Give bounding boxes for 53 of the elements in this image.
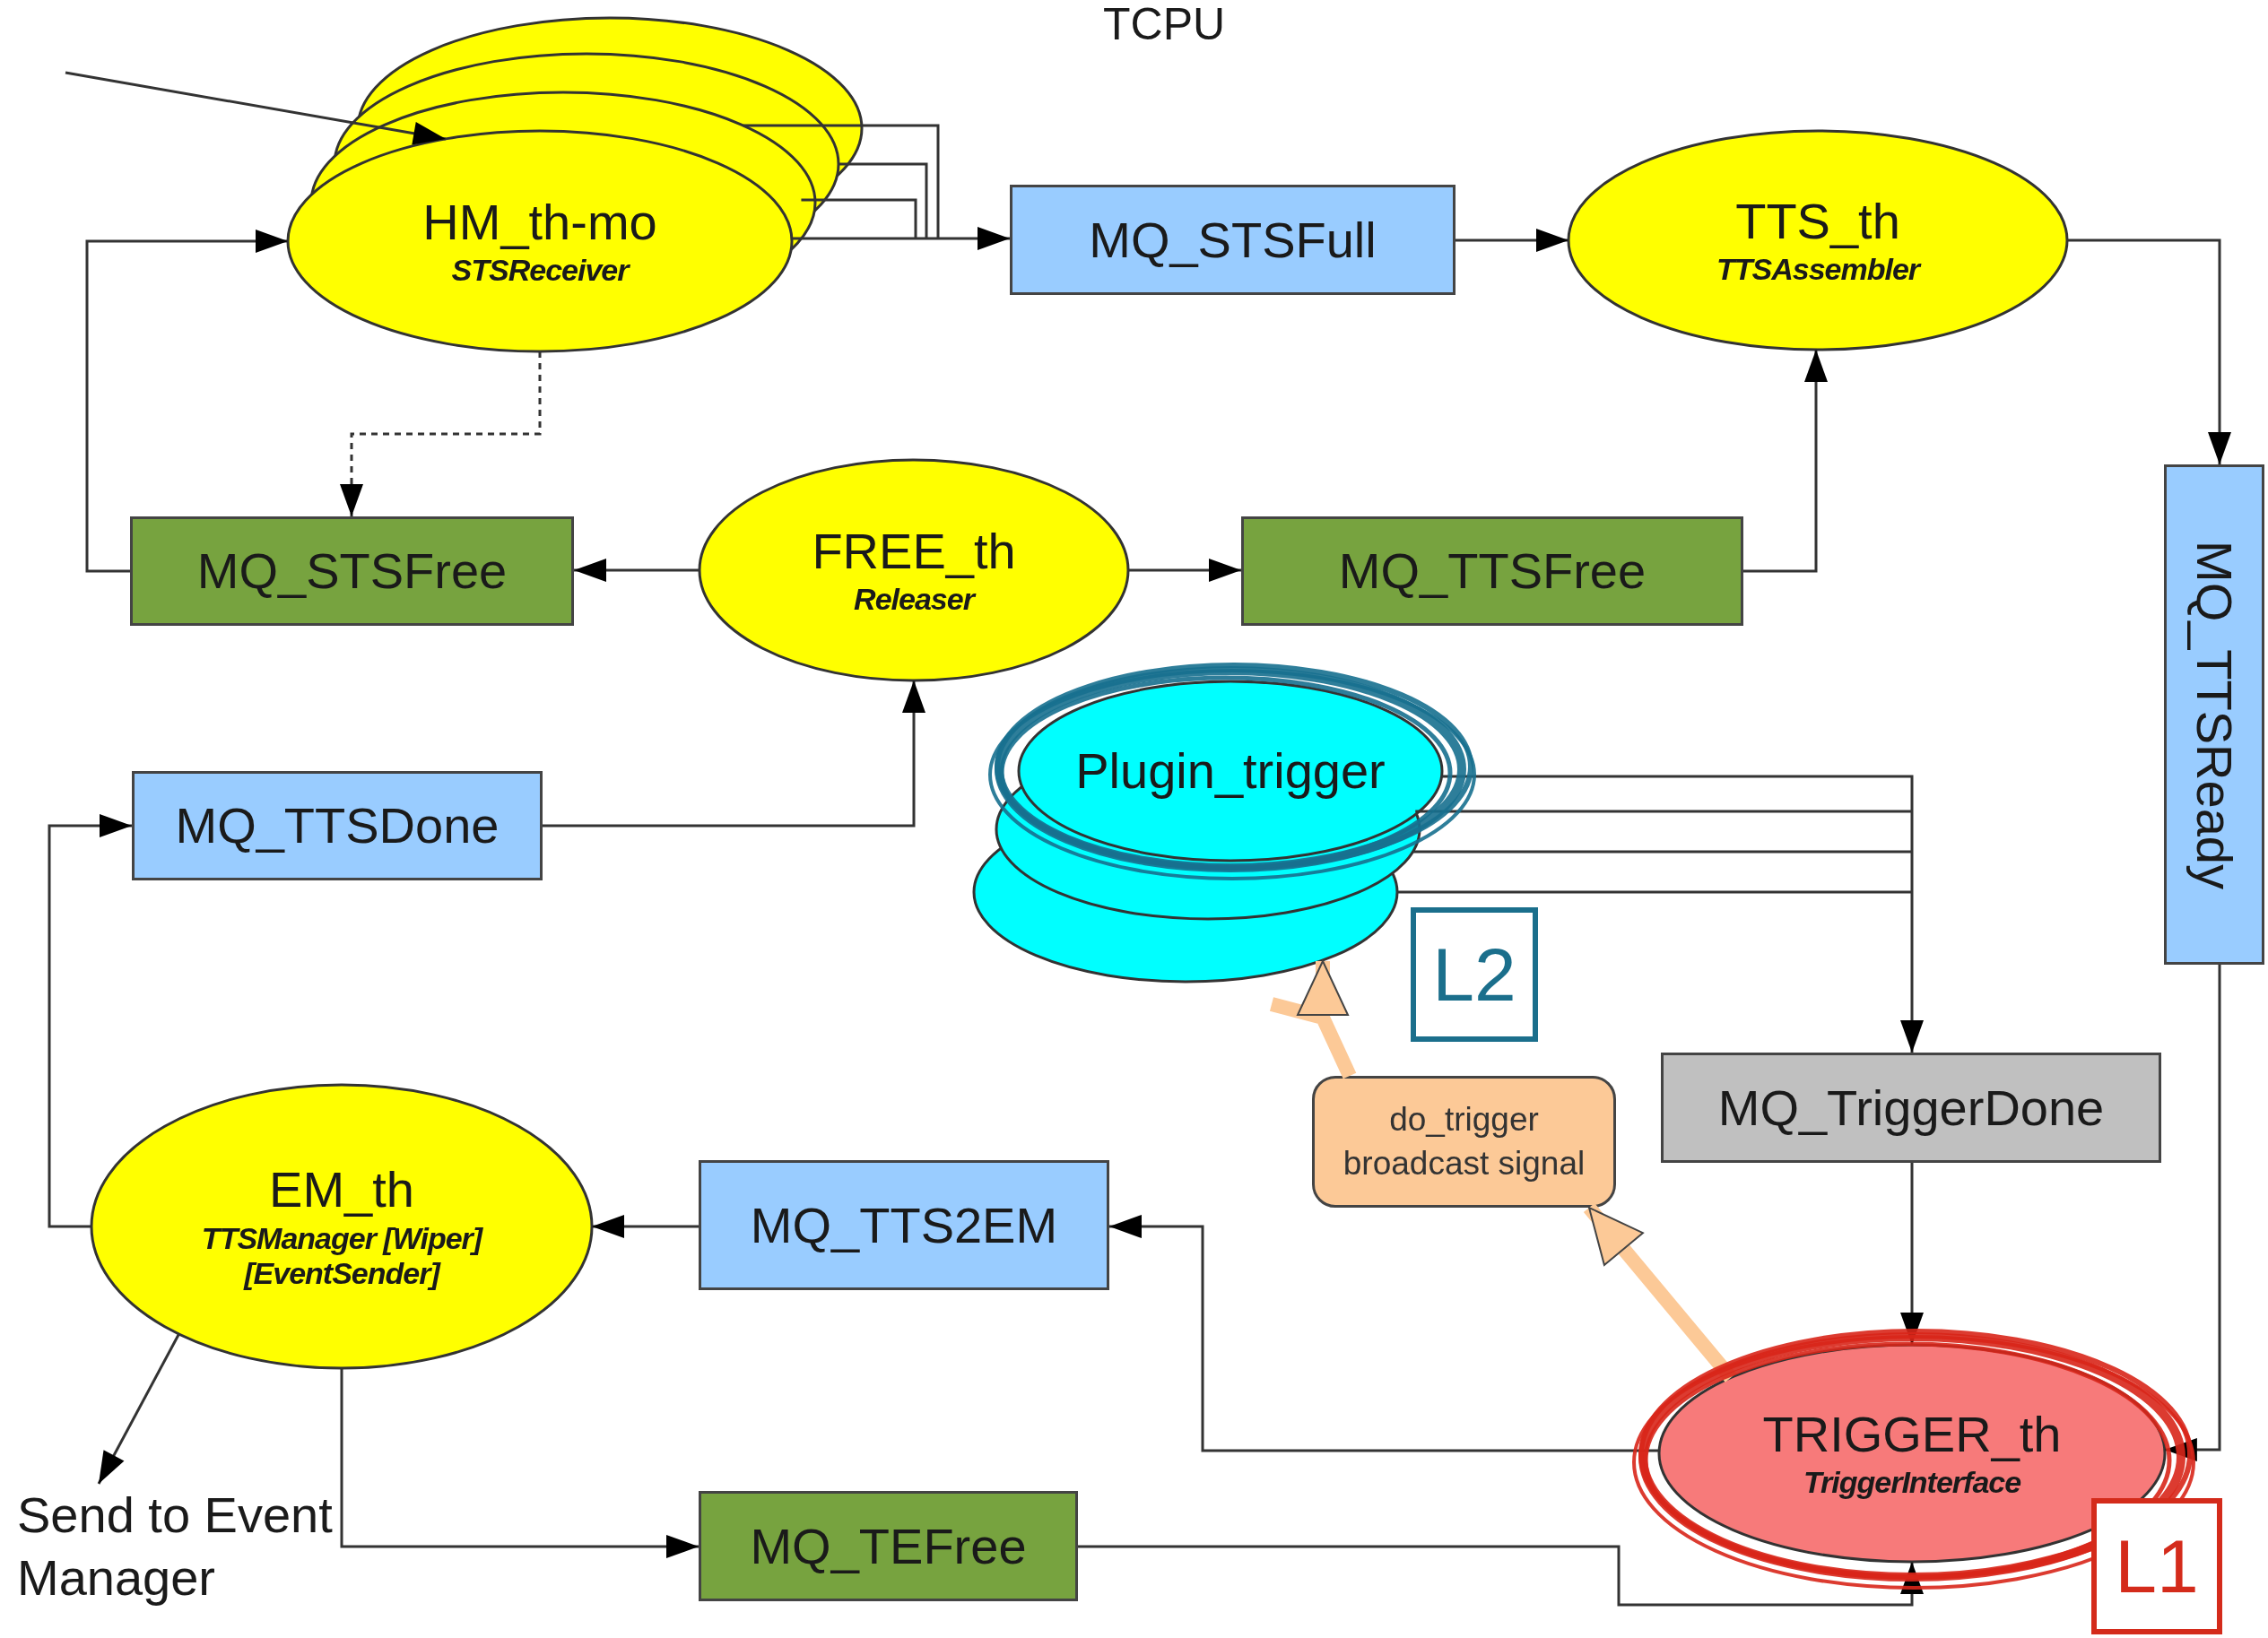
class-name: TTSAssembler [1716, 252, 1920, 288]
diagram-title: TCPU [1103, 0, 1226, 49]
thread-ellipse-stack [286, 16, 864, 353]
queue-box [2164, 464, 2264, 965]
arrow [340, 1368, 699, 1558]
queue-label: MQ_TTSFree [1338, 543, 1647, 599]
thread-ellipse [698, 458, 1130, 682]
arrow [340, 351, 542, 516]
arrow [1456, 229, 1568, 252]
thread-name: EM_th [269, 1162, 414, 1218]
arrow [574, 559, 700, 582]
queue-box [1241, 516, 1743, 626]
queue-box [1010, 185, 1456, 295]
arrow [1109, 1215, 1660, 1452]
queue-box [1661, 1053, 2161, 1163]
arrow [97, 1332, 181, 1485]
queue-label: MQ_TTSReady [2186, 540, 2242, 889]
note-text: Send to Event Manager [17, 1484, 412, 1609]
queue-label: MQ_TriggerDone [1717, 1079, 2105, 1136]
queue-label: MQ_STSFree [196, 543, 508, 599]
arrow [543, 680, 925, 828]
arrow [85, 230, 288, 573]
queue-box [132, 771, 543, 880]
arrow [2164, 965, 2221, 1461]
queue-label: MQ_TTSDone [175, 798, 500, 854]
queue-box [130, 516, 574, 626]
level-tag: L2 [1411, 907, 1538, 1042]
level-tag: L1 [2091, 1498, 2222, 1634]
queue-label: MQ_STSFull [1089, 212, 1377, 268]
signal-label: do_trigger broadcast signal [1342, 1100, 1586, 1183]
thread-name: Plugin_trigger [1075, 743, 1386, 799]
arrow [65, 71, 447, 145]
thread-name: TRIGGER_th [1762, 1406, 2062, 1462]
queue-box [699, 1160, 1109, 1290]
arrow [1743, 350, 1828, 573]
thread-ellipse [90, 1083, 594, 1370]
class-name: TTSManager [Wiper][EventSender] [200, 1220, 484, 1291]
class-name: STSReceiver [451, 253, 629, 289]
thread-ellipse [1567, 129, 2069, 351]
thread-name: FREE_th [812, 523, 1016, 579]
arrow [2067, 238, 2231, 464]
arrow [592, 1215, 699, 1238]
signal-box [1312, 1076, 1616, 1208]
arrow [1900, 1163, 1924, 1345]
thread-name: HM_th-mo [422, 194, 657, 250]
arrow [1128, 559, 1241, 582]
queue-label: MQ_TEFree [750, 1518, 1027, 1574]
arrow [48, 814, 132, 1228]
class-name: TriggerInterface [1803, 1465, 2021, 1501]
queue-box [699, 1491, 1078, 1601]
thread-name: TTS_th [1735, 193, 1900, 249]
arrow [1078, 1545, 1924, 1607]
queue-label: MQ_TTS2EM [750, 1197, 1058, 1253]
